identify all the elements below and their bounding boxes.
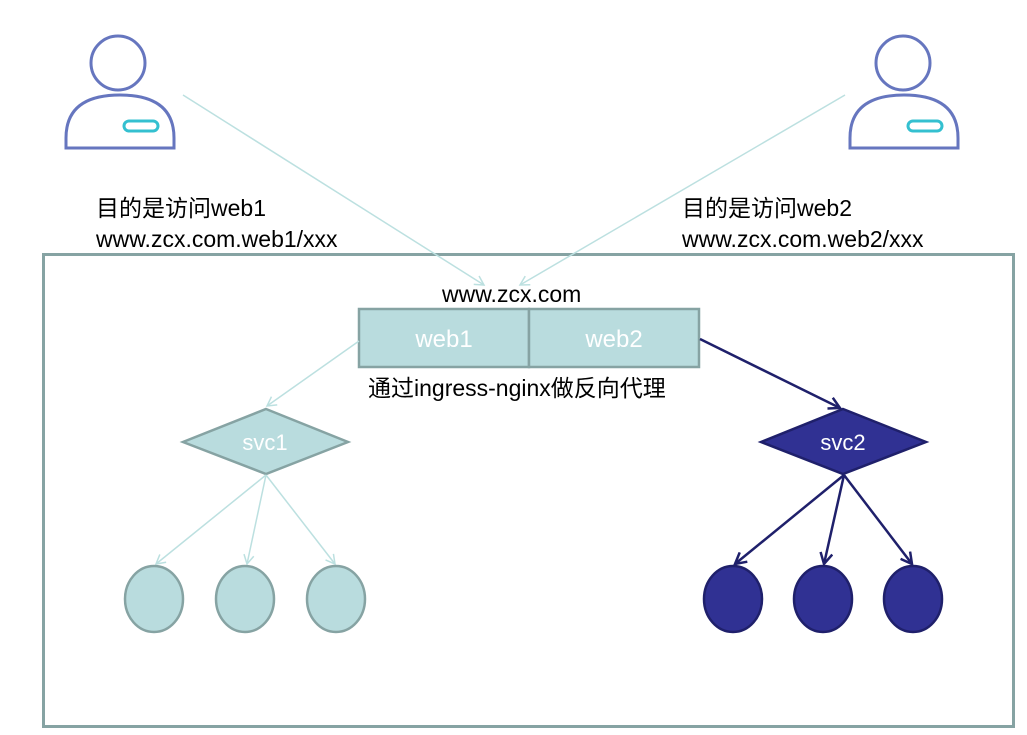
- user1-to-host-arrow: [182, 94, 486, 286]
- web2-to-svc2-arrow: [699, 337, 840, 408]
- svc2-pod: [792, 564, 854, 634]
- user-icon: [64, 34, 176, 150]
- user1-purpose-label: 目的是访问web1: [96, 195, 266, 221]
- svc1-to-pod-arrow: [243, 474, 267, 566]
- svc2-pod: [882, 564, 944, 634]
- svc1-pod: [123, 564, 185, 634]
- ingress-note-label: 通过ingress-nginx做反向代理: [368, 375, 666, 401]
- user-icon: [848, 34, 960, 150]
- svc1-pod: [305, 564, 367, 634]
- svc2-to-pod-arrow: [843, 474, 912, 564]
- svc2-to-pod-arrow: [824, 474, 846, 564]
- user2-to-host-arrow: [518, 94, 846, 286]
- web1-to-svc1-arrow: [265, 340, 360, 407]
- user2-purpose-label: 目的是访问web2: [682, 195, 852, 221]
- svc2-pod: [702, 564, 764, 634]
- svc2-node: [757, 407, 930, 476]
- svc1-to-pod-arrow: [265, 474, 336, 566]
- svc1-to-pod-arrow: [154, 474, 267, 565]
- svc1-label: svc1: [242, 430, 287, 455]
- svc1-node: [179, 407, 352, 476]
- ingress-host-label: www.zcx.com: [442, 281, 582, 307]
- ingress-path-web1: [357, 307, 531, 369]
- user2-url-label: www.zcx.com.web2/xxx: [682, 226, 924, 252]
- svc1-pod: [214, 564, 276, 634]
- ingress-path-web1-label: web1: [414, 326, 472, 353]
- cluster-boundary: [42, 253, 1015, 728]
- svc2-to-pod-arrow: [735, 474, 845, 564]
- ingress-path-web2: [527, 307, 701, 369]
- user1-url-label: www.zcx.com.web1/xxx: [96, 226, 338, 252]
- svc2-label: svc2: [820, 430, 865, 455]
- ingress-path-web2-label: web2: [584, 326, 642, 353]
